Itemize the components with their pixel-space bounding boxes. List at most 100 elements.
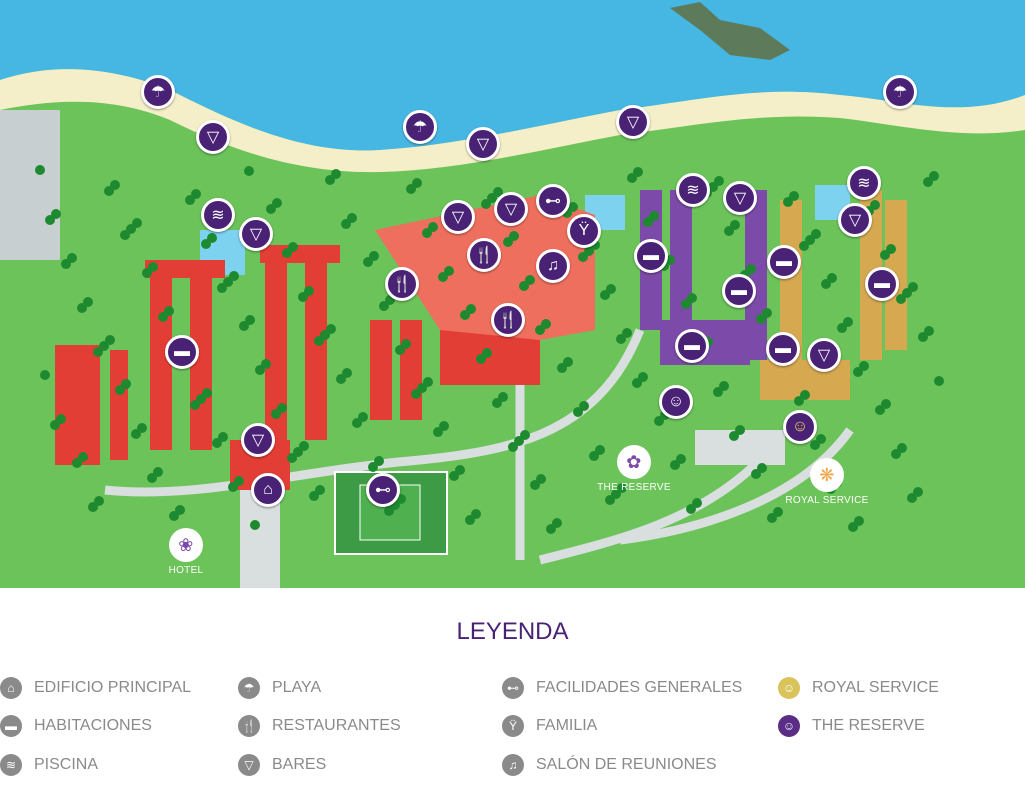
marker-habitaciones[interactable]: ▬ [722,274,756,308]
tree [907,493,917,503]
tree [368,462,378,472]
legend-label: PLAYA [272,679,322,696]
legend-label: RESTAURANTES [272,717,401,734]
legend-item: ≋PISCINA [0,754,98,776]
marker-bares[interactable]: ▽ [196,120,230,154]
marker-reserve[interactable]: ☺ [659,385,693,419]
tree [298,292,308,302]
tree [77,303,87,313]
concierge-icon: ☺ [778,715,800,737]
tree [336,374,346,384]
marker-bares[interactable]: ▽ [807,338,841,372]
marker-piscina[interactable]: ≋ [676,173,710,207]
tree [411,389,421,399]
bed-icon: ▬ [684,337,700,354]
tree [853,367,863,377]
cocktail-icon: ▽ [848,212,862,229]
royal-service-logo: ❋ROYAL SERVICE [772,458,882,506]
legend-item: ☺ROYAL SERVICE [778,677,939,699]
marker-piscina[interactable]: ≋ [201,198,235,232]
tree [115,385,125,395]
fork-knife-icon: 🍴 [392,276,412,293]
marker-restaurantes[interactable]: 🍴 [385,267,419,301]
tree [794,396,804,406]
tree [406,184,416,194]
marker-familia[interactable]: Ϋ [567,214,601,248]
concierge-icon: ☺ [778,677,800,699]
legend-label: SALÓN DE REUNIONES [536,756,717,773]
marker-playa[interactable]: ☂ [141,75,175,109]
tree [309,491,319,501]
legend-item: ☺THE RESERVE [778,715,925,737]
dumbbell-icon: ⊷ [545,193,561,210]
tree [481,199,491,209]
tree [239,321,249,331]
tree [185,195,195,205]
legend-item: ☂ PLAYA [238,677,321,699]
cocktail-icon: ▽ [504,201,518,218]
marker-royal[interactable]: ☺ [783,410,817,444]
marker-habitaciones[interactable]: ▬ [634,239,668,273]
marker-facilidades[interactable]: ⊷ [536,184,570,218]
marker-bares[interactable]: ▽ [838,203,872,237]
marker-bares[interactable]: ▽ [239,217,273,251]
legend-item: ⊷FACILIDADES GENERALES [502,677,742,699]
fork-knife-icon: 🍴 [238,715,260,737]
marker-bares[interactable]: ▽ [723,181,757,215]
cocktail-icon: ▽ [251,432,265,449]
legend-label: FAMILIA [536,717,598,734]
tree [848,522,858,532]
tree [352,418,362,428]
legend-title: LEYENDA [456,618,569,645]
marker-restaurantes[interactable]: 🍴 [467,238,501,272]
marker-edificio[interactable]: ⌂ [251,473,285,507]
beach-umbrella-icon: ☂ [238,677,260,699]
marker-habitaciones[interactable]: ▬ [675,329,709,363]
marker-bares[interactable]: ▽ [494,192,528,226]
legend-item: ▽BARES [238,754,326,776]
tree [314,336,324,346]
marker-bares[interactable]: ▽ [466,127,500,161]
marker-habitaciones[interactable]: ▬ [865,267,899,301]
marker-bares[interactable]: ▽ [441,200,475,234]
tree [821,279,831,289]
bed-icon: ▬ [776,253,792,270]
marker-playa[interactable]: ☂ [883,75,917,109]
tree [40,370,50,380]
tree [250,520,260,530]
marker-piscina[interactable]: ≋ [847,166,881,200]
tree [35,165,45,175]
cocktail-icon: ▽ [476,136,490,153]
marker-bares[interactable]: ▽ [616,105,650,139]
tree [465,515,475,525]
tree [654,416,664,426]
tree [325,175,335,185]
dumbbell-icon: ⊷ [502,677,524,699]
marker-habitaciones[interactable]: ▬ [165,335,199,369]
marker-habitaciones[interactable]: ▬ [767,245,801,279]
tree [627,173,637,183]
marker-bares[interactable]: ▽ [241,423,275,457]
tree [201,239,211,249]
tree [589,451,599,461]
tree [686,504,696,514]
tree [923,177,933,187]
marker-restaurantes[interactable]: 🍴 [491,303,525,337]
tree [422,228,432,238]
fork-knife-icon: 🍴 [498,312,518,329]
tree [783,197,793,207]
marker-habitaciones[interactable]: ▬ [766,332,800,366]
legend-label: PISCINA [34,756,99,773]
beach-umbrella-icon: ☂ [892,84,908,101]
tree [131,429,141,439]
tree [535,325,545,335]
tree [713,387,723,397]
tree [282,248,292,258]
reserve-label: THE RESERVE [597,482,671,493]
pool-ladder-icon: ≋ [686,182,700,199]
tree [88,502,98,512]
marker-salon[interactable]: ♫ [536,249,570,283]
bed-icon: ▬ [174,343,190,360]
marker-facilidades[interactable]: ⊷ [366,473,400,507]
marker-playa[interactable]: ☂ [403,110,437,144]
